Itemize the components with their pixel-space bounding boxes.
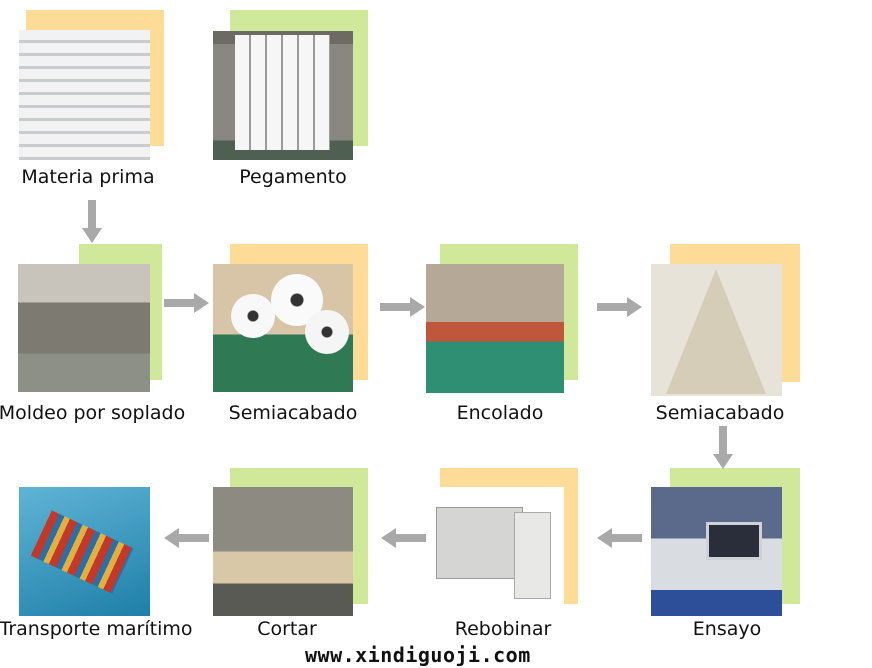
step-label: Moldeo por soplado [0, 402, 186, 424]
arrow-right-icon [380, 297, 425, 317]
machine-body [436, 507, 523, 579]
photo-roll-pyramid [651, 264, 782, 396]
arrow-left-icon [597, 528, 642, 548]
arrow-down-icon [82, 200, 102, 243]
photo-glue-containers [213, 31, 353, 160]
step-label: Semiacabado [655, 402, 785, 424]
monitor [706, 522, 762, 560]
photo-semi-finished-rolls [213, 264, 353, 392]
step-label: Transporte marítimo [0, 618, 193, 640]
step-label: Materia prima [21, 166, 155, 188]
step-label: Semiacabado [228, 402, 358, 424]
step-label: Rebobinar [454, 618, 552, 640]
photo-raw-material-bags [19, 30, 150, 160]
arrow-left-icon [164, 528, 209, 548]
roll [231, 294, 275, 338]
step-label: Cortar [257, 618, 317, 640]
arrow-right-icon [164, 293, 209, 313]
arrow-left-icon [381, 528, 426, 548]
step-label: Pegamento [239, 166, 347, 188]
roll [305, 310, 349, 354]
step-label: Encolado [456, 402, 544, 424]
ship-containers [30, 510, 134, 594]
arrow-right-icon [597, 297, 642, 317]
photo-cutting-machine [213, 487, 353, 616]
machine-cabinet [514, 512, 551, 599]
step-label: Ensayo [692, 618, 762, 640]
photo-rewinding-machine [426, 487, 564, 616]
photo-testing-equipment [651, 487, 782, 616]
photo-blow-molding-machine [18, 264, 150, 392]
photo-cargo-ship [19, 487, 150, 616]
container-cage [235, 35, 330, 150]
roll-pile [666, 269, 766, 394]
arrow-down-icon [713, 426, 733, 469]
watermark: www.xindiguoji.com [305, 643, 531, 667]
photo-gluing-line [426, 264, 564, 393]
